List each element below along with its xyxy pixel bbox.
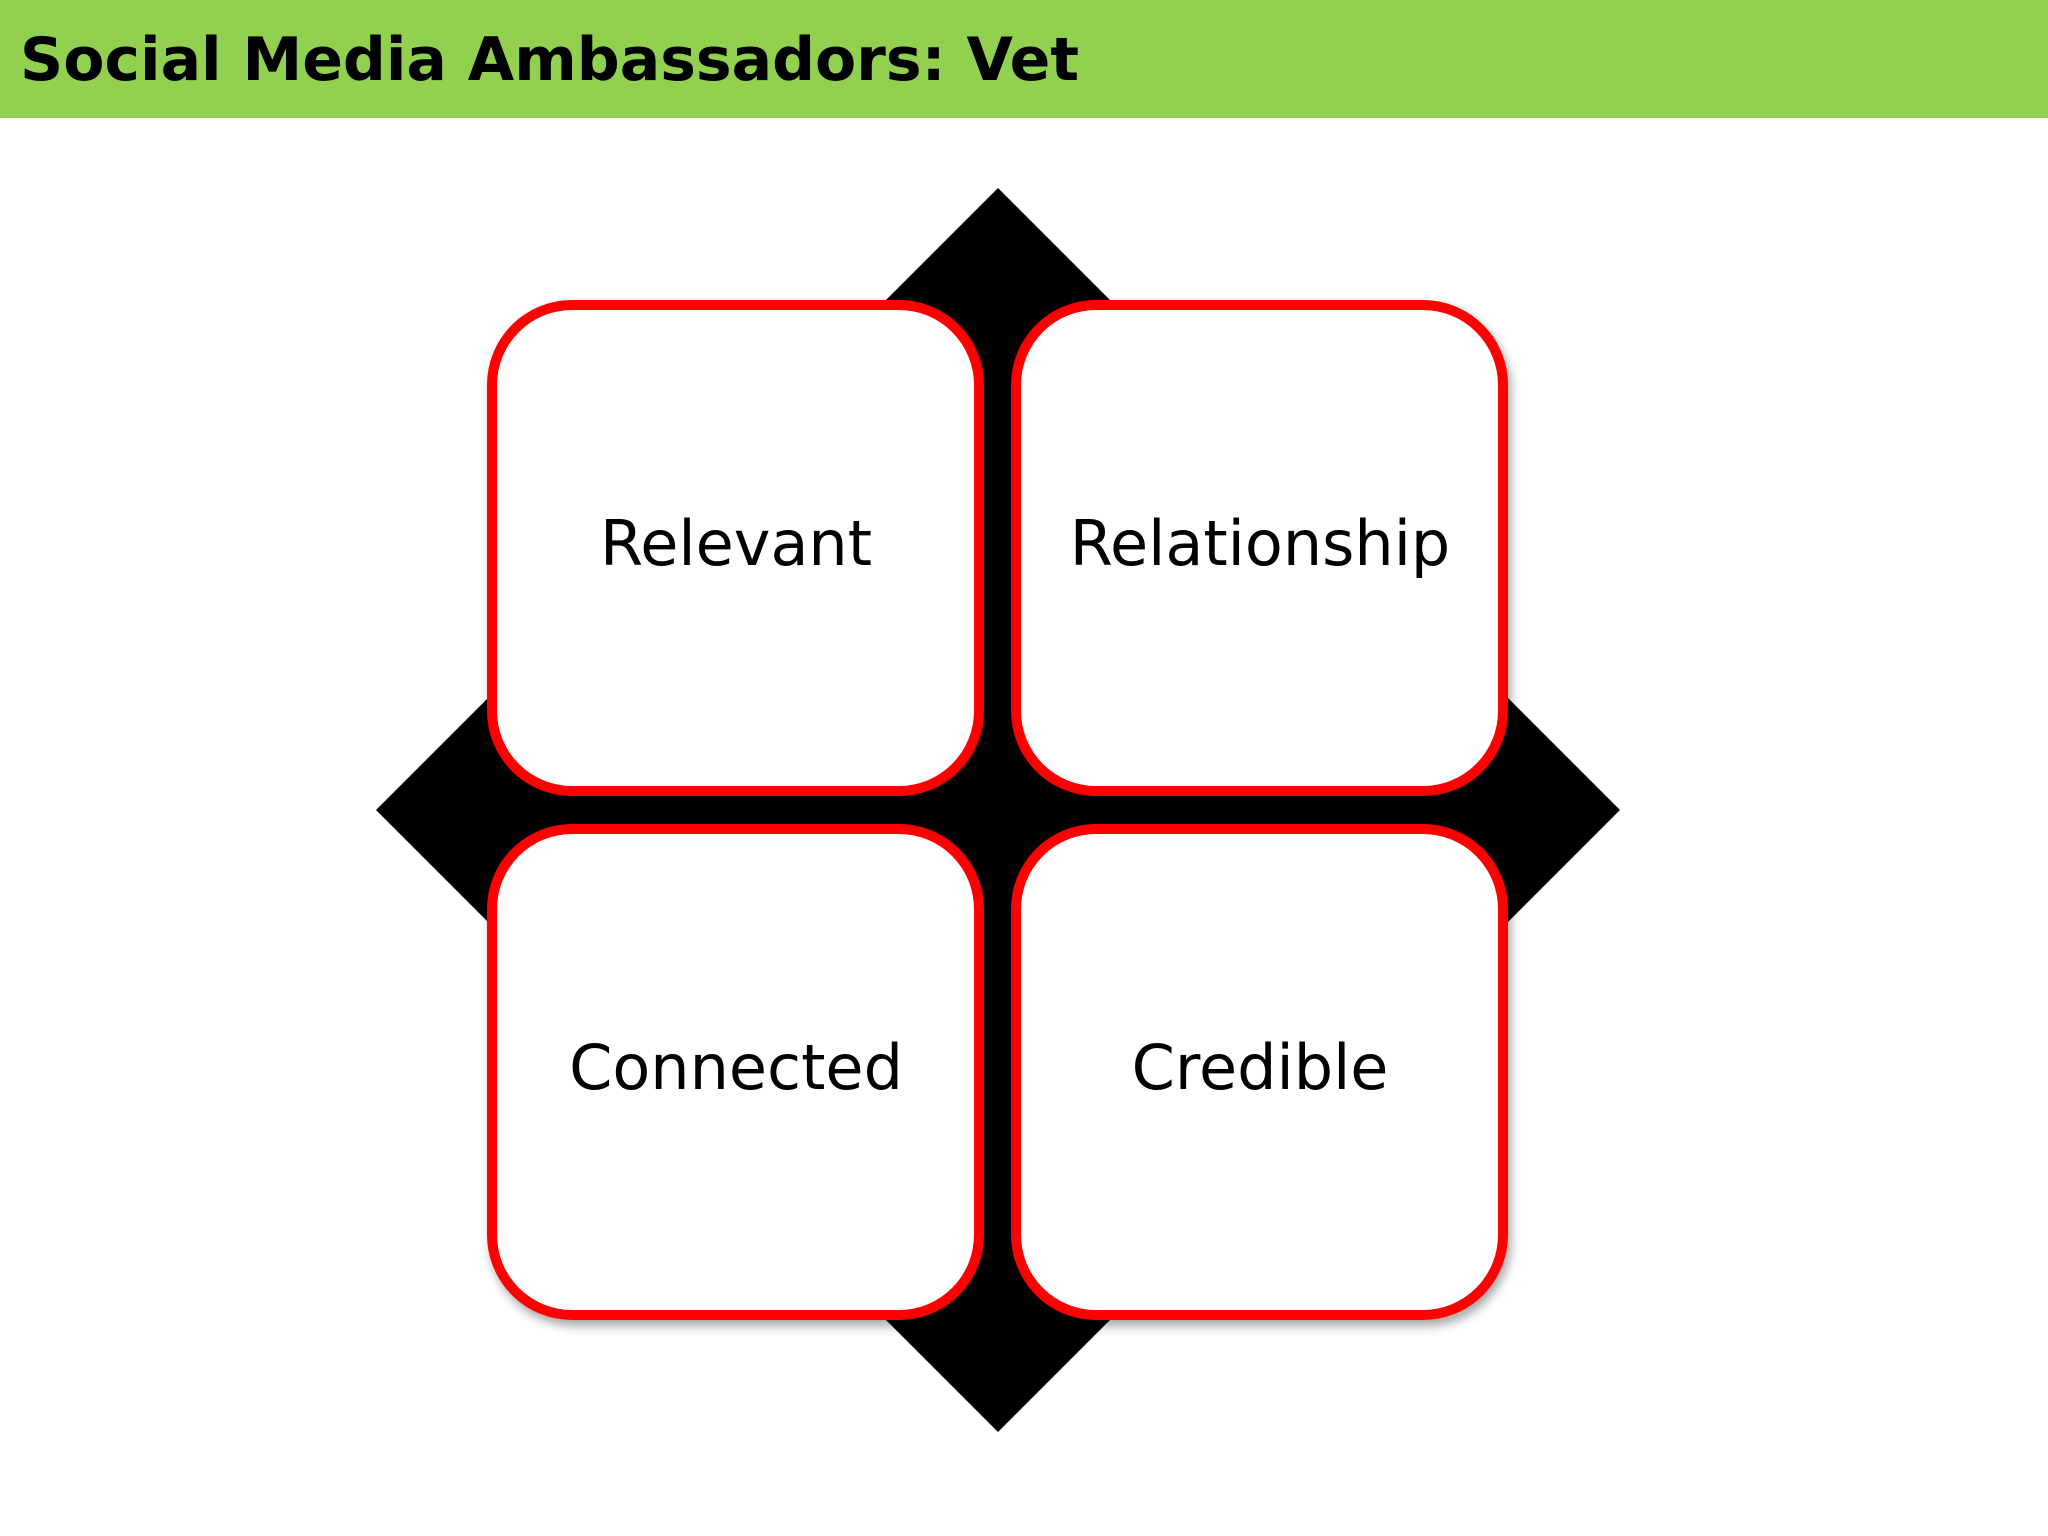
quadrant-label: Connected bbox=[569, 1031, 903, 1104]
quadrant-box bbox=[1011, 824, 1508, 1320]
quadrant-relationship: Relationship bbox=[1011, 300, 1508, 796]
quadrant-connected: Connected bbox=[487, 824, 984, 1320]
quadrant-box bbox=[1011, 300, 1508, 796]
quadrant-label: Relationship bbox=[1070, 507, 1451, 580]
title-bar bbox=[0, 0, 2048, 118]
quadrant-box bbox=[487, 300, 984, 796]
quadrant-relevant: Relevant bbox=[487, 300, 984, 796]
quadrant-label: Relevant bbox=[600, 507, 872, 580]
slide-title: Social Media Ambassadors: Vet bbox=[20, 25, 1079, 95]
quadrant-label: Credible bbox=[1132, 1031, 1389, 1104]
quadrant-box bbox=[487, 824, 984, 1320]
quadrant-credible: Credible bbox=[1011, 824, 1508, 1320]
